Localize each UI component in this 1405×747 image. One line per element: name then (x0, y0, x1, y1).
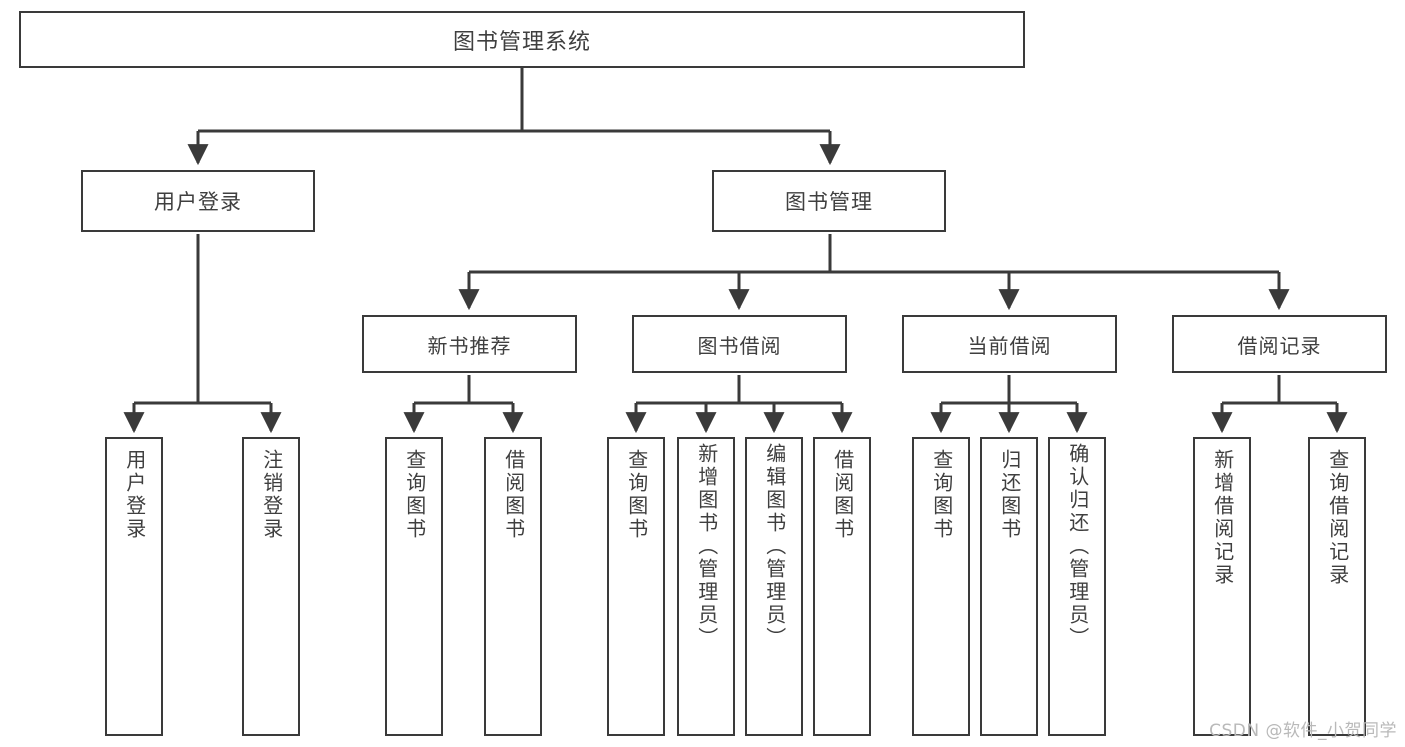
leaf-label: 借阅图书 (501, 449, 526, 541)
node-new-book-recommend[interactable]: 新书推荐 (362, 315, 577, 373)
leaf-current-borrow-query-book[interactable]: 查询图书 (912, 437, 970, 736)
node-label: 图书借阅 (697, 333, 782, 358)
node-borrow-record[interactable]: 借阅记录 (1172, 315, 1387, 373)
leaf-user-login-logout[interactable]: 注销登录 (242, 437, 300, 736)
node-label: 图书管理 (785, 190, 873, 214)
leaf-new-book-query-book[interactable]: 查询图书 (385, 437, 443, 736)
leaf-borrow-record-query-record[interactable]: 查询借阅记录 (1308, 437, 1366, 736)
leaf-user-login-login[interactable]: 用户登录 (105, 437, 163, 736)
leaf-new-book-borrow-book[interactable]: 借阅图书 (484, 437, 542, 736)
leaf-label: 确认归还（管理员） (1065, 443, 1090, 650)
node-label: 借阅记录 (1237, 333, 1322, 358)
node-book-borrow[interactable]: 图书借阅 (632, 315, 847, 373)
leaf-label: 用户登录 (122, 449, 147, 541)
node-label: 用户登录 (154, 190, 242, 214)
leaf-borrow-record-add-record[interactable]: 新增借阅记录 (1193, 437, 1251, 736)
leaf-book-borrow-borrow-book[interactable]: 借阅图书 (813, 437, 871, 736)
node-label: 图书管理系统 (452, 29, 591, 55)
leaf-current-borrow-confirm-return-admin[interactable]: 确认归还（管理员） (1048, 437, 1106, 736)
leaf-label: 查询图书 (402, 449, 427, 541)
watermark-text: CSDN @软件_小贺同学 (1209, 721, 1397, 741)
leaf-current-borrow-return-book[interactable]: 归还图书 (980, 437, 1038, 736)
node-current-borrow[interactable]: 当前借阅 (902, 315, 1117, 373)
node-book-management[interactable]: 图书管理 (712, 170, 946, 232)
node-label: 新书推荐 (427, 333, 512, 358)
leaf-book-borrow-edit-book-admin[interactable]: 编辑图书（管理员） (745, 437, 803, 736)
node-root-book-management-system[interactable]: 图书管理系统 (19, 11, 1025, 68)
leaf-label: 新增图书（管理员） (694, 443, 719, 650)
leaf-label: 注销登录 (259, 449, 284, 541)
leaf-label: 新增借阅记录 (1210, 449, 1235, 587)
leaf-label: 查询图书 (624, 449, 649, 541)
leaf-label: 借阅图书 (830, 449, 855, 541)
node-user-login[interactable]: 用户登录 (81, 170, 315, 232)
leaf-book-borrow-query-book[interactable]: 查询图书 (607, 437, 665, 736)
leaf-book-borrow-add-book-admin[interactable]: 新增图书（管理员） (677, 437, 735, 736)
node-label: 当前借阅 (967, 333, 1052, 358)
leaf-label: 归还图书 (997, 449, 1022, 541)
leaf-label: 查询借阅记录 (1325, 449, 1350, 587)
leaf-label: 编辑图书（管理员） (762, 443, 787, 650)
leaf-label: 查询图书 (929, 449, 954, 541)
